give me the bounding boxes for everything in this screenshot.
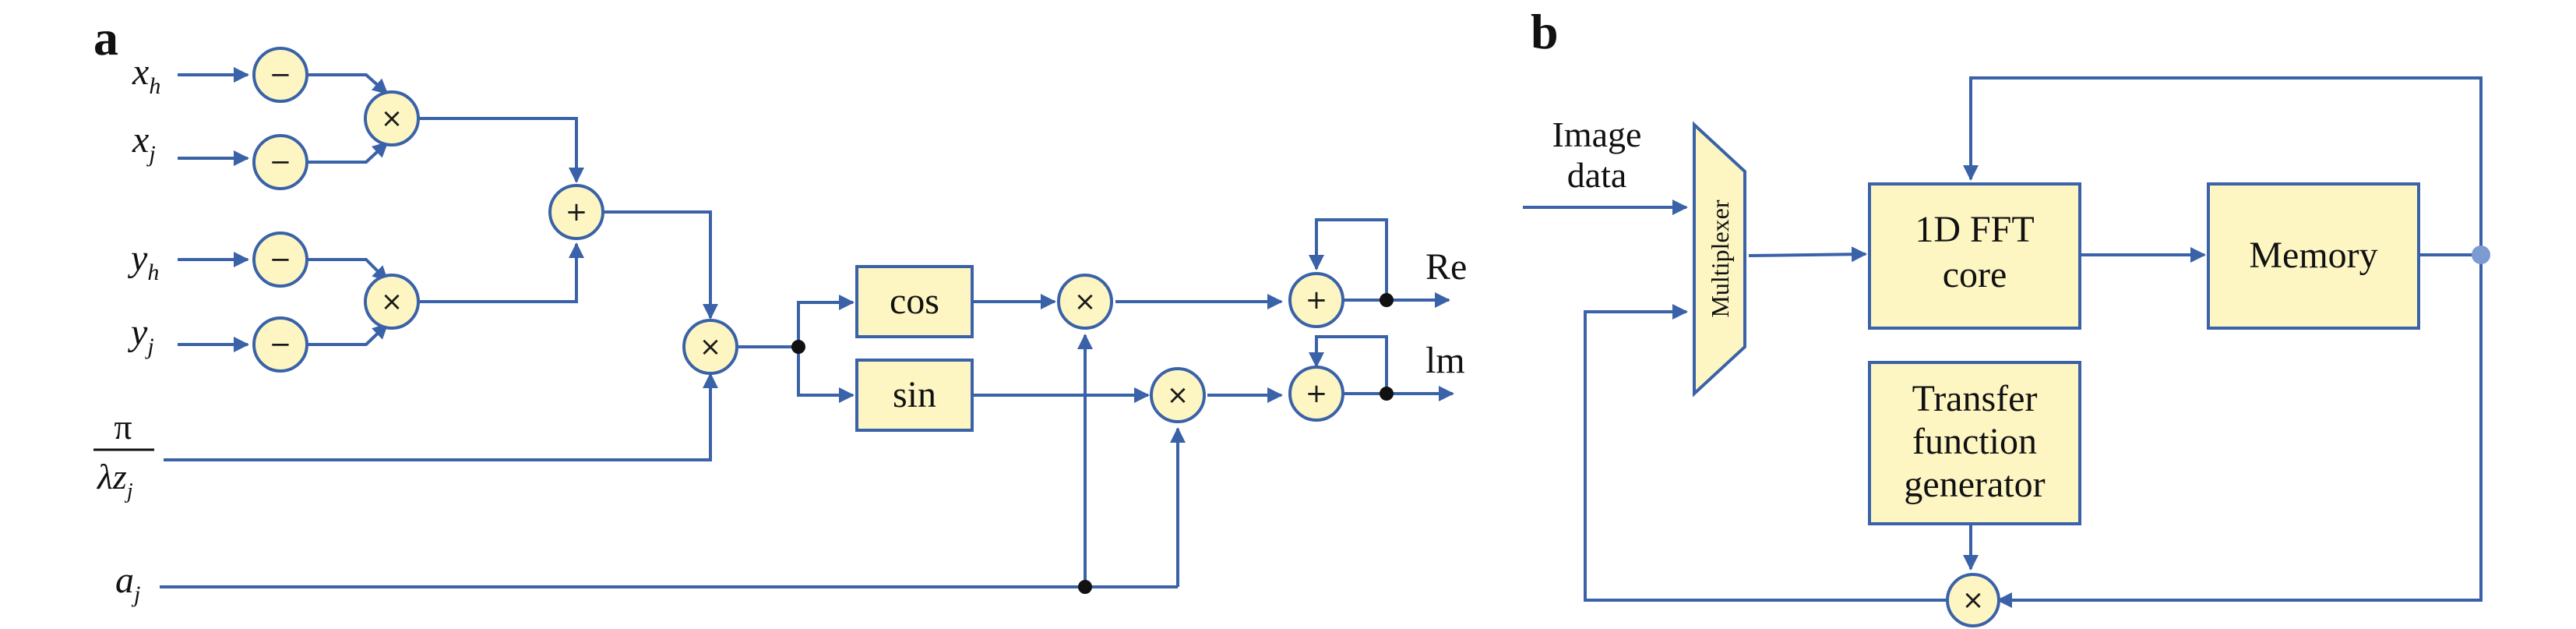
wire-re-feedback xyxy=(1309,218,1388,300)
svg-text:aj: aj xyxy=(115,560,140,607)
wire-multiply-to-mux xyxy=(1584,304,1947,602)
svg-text:−: − xyxy=(270,244,292,275)
multiply-node: × xyxy=(364,90,420,147)
wire-minus1-mul1 xyxy=(307,73,389,95)
svg-text:−: − xyxy=(270,147,292,178)
input-y-h: yh xyxy=(127,238,159,285)
plus-node: + xyxy=(548,184,604,240)
junction-dot xyxy=(1380,293,1394,307)
wire-pi-mul3 xyxy=(164,373,718,461)
cos-block: cos xyxy=(855,265,974,338)
svg-text:×: × xyxy=(1167,380,1189,411)
svg-text:cos: cos xyxy=(890,281,939,322)
wire-to-sin xyxy=(797,347,855,403)
svg-text:yh: yh xyxy=(127,238,159,285)
input-a-j: aj xyxy=(115,560,140,607)
multiply-node: × xyxy=(1150,367,1206,423)
svg-text:+: + xyxy=(1306,378,1328,409)
svg-text:−: − xyxy=(270,59,292,90)
multiply-node: × xyxy=(682,319,738,375)
multiply-node: × xyxy=(1946,573,2000,627)
svg-text:sin: sin xyxy=(893,374,936,415)
multiplexer-block: Multiplexer xyxy=(1693,121,1746,398)
panel-label-a: a xyxy=(93,10,118,65)
svg-text:×: × xyxy=(1074,286,1097,317)
svg-text:×: × xyxy=(1962,585,1985,616)
svg-text:×: × xyxy=(381,103,403,134)
multiply-node: × xyxy=(1057,274,1113,330)
minus-node: − xyxy=(252,231,308,288)
wire-mul2-plus xyxy=(419,242,584,303)
output-re-label: Re xyxy=(1425,246,1467,288)
junction-dot xyxy=(791,340,805,354)
minus-node: − xyxy=(252,316,308,373)
wire-minus4-mul2 xyxy=(307,323,389,346)
memory-block: Memory xyxy=(2207,182,2420,330)
minus-node: − xyxy=(252,47,308,103)
multiply-node: × xyxy=(364,274,420,330)
input-x-h: xh xyxy=(132,51,160,99)
svg-text:data: data xyxy=(1567,155,1627,195)
svg-text:xh: xh xyxy=(132,51,160,99)
wire-to-cos xyxy=(797,295,855,347)
svg-text:Image: Image xyxy=(1552,115,1642,154)
svg-text:−: − xyxy=(270,329,292,360)
svg-text:×: × xyxy=(381,286,403,317)
wire-plus-mul3 xyxy=(604,210,718,320)
wire-mux-fft xyxy=(1748,246,1867,263)
svg-text:Multiplexer: Multiplexer xyxy=(1706,200,1734,317)
transfer-function-generator-block: Transfer function generator xyxy=(1868,361,2081,525)
plus-node: + xyxy=(1288,272,1344,328)
input-x-j: xj xyxy=(132,119,156,167)
junction-dot xyxy=(1078,580,1092,594)
input-pi-over-lambda-z: π λzj xyxy=(93,407,154,504)
svg-text:×: × xyxy=(700,331,722,362)
junction-dot xyxy=(1380,387,1394,401)
svg-text:+: + xyxy=(1306,284,1328,316)
minus-node: − xyxy=(252,134,308,190)
panel-label-b: b xyxy=(1531,4,1559,59)
svg-text:Transfer: Transfer xyxy=(1912,378,2038,419)
input-y-j: yj xyxy=(127,312,154,359)
fft-core-block: 1D FFT core xyxy=(1868,182,2081,330)
wire-im-feedback xyxy=(1309,335,1388,394)
svg-text:λzj: λzj xyxy=(96,457,133,504)
branch-dot xyxy=(2472,246,2490,264)
sin-block: sin xyxy=(855,359,974,432)
image-data-label: Image data xyxy=(1552,115,1642,195)
output-im-label: lm xyxy=(1425,340,1465,381)
wire-minus3-mul2 xyxy=(307,258,389,282)
svg-text:Memory: Memory xyxy=(2249,235,2377,276)
svg-text:+: + xyxy=(566,196,588,228)
svg-text:xj: xj xyxy=(132,119,156,167)
wire-mul1-plus xyxy=(419,117,584,183)
wire-memory-feedback-top xyxy=(1963,76,2483,255)
plus-node: + xyxy=(1288,366,1344,422)
svg-text:generator: generator xyxy=(1904,464,2045,505)
svg-text:π: π xyxy=(114,407,132,447)
svg-text:1D FFT: 1D FFT xyxy=(1915,209,2034,250)
wire-minus2-mul1 xyxy=(307,141,389,164)
svg-text:core: core xyxy=(1943,254,2007,295)
svg-text:yj: yj xyxy=(127,312,154,359)
svg-text:function: function xyxy=(1912,421,2037,462)
wire-memory-to-multiply xyxy=(1996,255,2483,608)
